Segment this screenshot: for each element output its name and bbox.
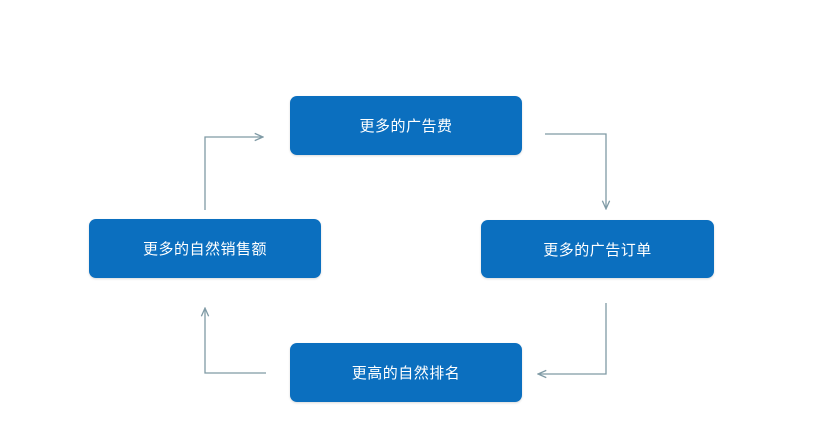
arrow-top-to-right <box>545 133 606 208</box>
node-more-ad-spend: 更多的广告费 <box>290 96 522 155</box>
arrow-left-to-top <box>204 137 262 210</box>
node-more-ad-orders: 更多的广告订单 <box>481 220 714 278</box>
arrow-right-to-bottom <box>539 303 607 374</box>
node-higher-organic-ranking: 更高的自然排名 <box>290 343 522 402</box>
node-label: 更多的广告订单 <box>543 240 652 259</box>
node-label: 更多的广告费 <box>359 117 453 135</box>
node-label: 更多的自然销售额 <box>142 240 267 258</box>
node-more-organic-sales: 更多的自然销售额 <box>89 219 321 278</box>
arrow-bottom-to-left <box>205 309 266 374</box>
node-label: 更高的自然排名 <box>351 364 461 382</box>
